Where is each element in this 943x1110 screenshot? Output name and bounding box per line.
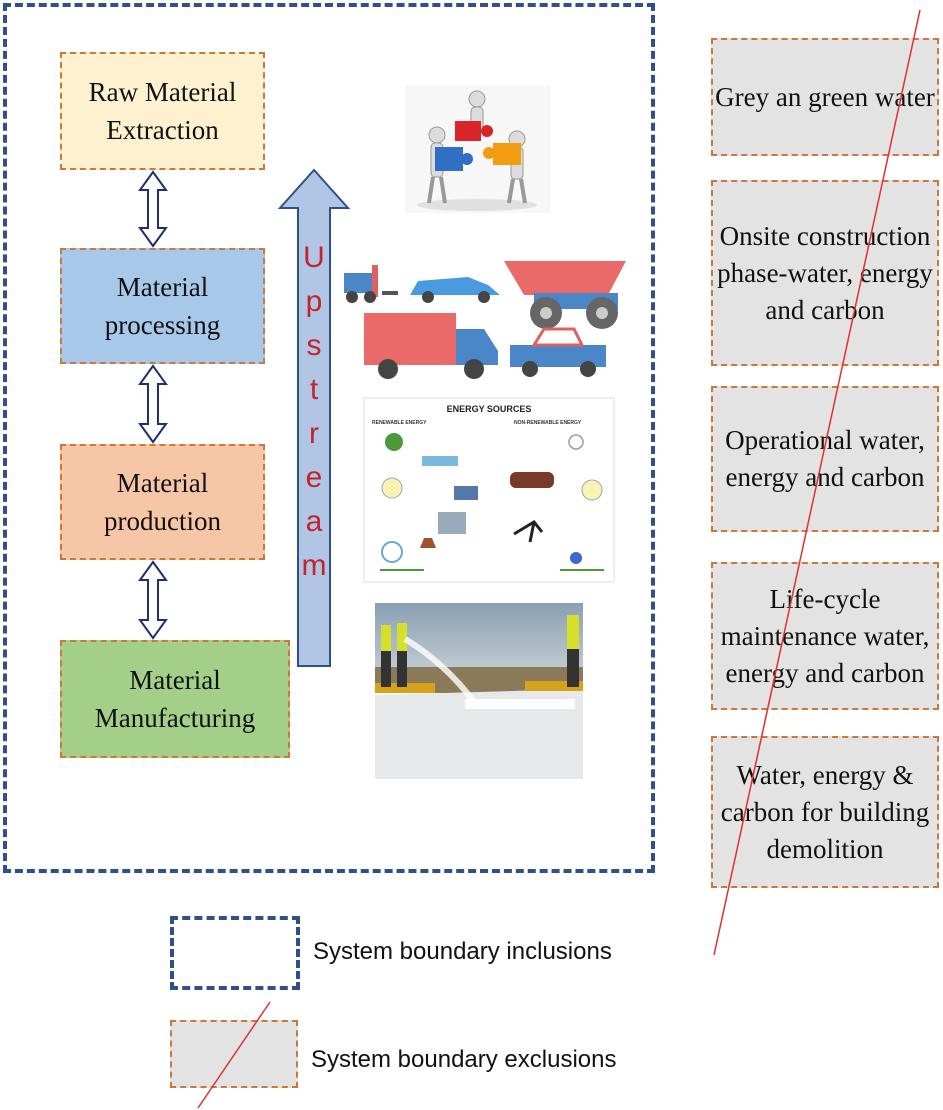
exclusion-life-cycle-maintenance: Life-cycle maintenance water, energy and… [711,562,939,710]
exclusion-demolition: Water, energy & carbon for building demo… [711,736,939,888]
upstream-letter: t [309,373,319,406]
system-boundary-inclusions-box [3,3,655,873]
legend-exclusions-label: System boundary exclusions [311,1046,617,1073]
exclusion-label: Water, energy & carbon for building demo… [720,759,930,864]
stage-raw-material-extraction: Raw Material Extraction [60,52,265,170]
upstream-letter: p [305,285,323,318]
legend-inclusions-label: System boundary inclusions [313,938,612,965]
upstream-letter: m [301,549,327,582]
energy-sources-icon: ENERGY SOURCES RENEWABLE ENERGY NON-RENE… [363,397,615,583]
legend-inclusions-swatch [170,916,300,990]
exclusion-operational: Operational water, energy and carbon [711,386,939,532]
stage-material-manufacturing: Material Manufacturing [60,640,290,758]
exclusion-label: Life-cycle maintenance water, energy and… [720,583,930,688]
double-arrow-icon [138,560,168,640]
construction-photo-icon [375,603,583,779]
stage-material-production: Material production [60,444,265,560]
exclusion-onsite-construction: Onsite construction phase-water, energy … [711,180,939,366]
renewable-heading: RENEWABLE ENERGY [372,420,427,426]
upstream-letter: a [305,505,323,538]
up-arrow-icon [277,168,351,667]
upstream-letter: r [309,417,319,450]
stage-label: Material processing [104,272,221,340]
non-renewable-heading: NON-RENEWABLE ENERGY [514,420,582,426]
stage-label: Raw Material Extraction [88,77,237,145]
upstream-letter: e [305,461,323,494]
double-arrow-icon [138,364,168,444]
energy-title: ENERGY SOURCES [447,404,532,414]
upstream-letter: U [303,241,325,274]
stage-material-processing: Material processing [60,248,265,364]
upstream-label: U p s t r e a m [294,236,334,588]
upstream-letter: s [306,329,322,362]
vehicles-icon [338,255,630,383]
puzzle-team-icon [405,85,550,213]
exclusion-label: Onsite construction phase-water, energy … [717,220,933,325]
stage-label: Material Manufacturing [94,665,256,733]
stage-label: Material production [104,468,221,536]
double-arrow-icon [138,170,168,248]
exclusion-label: Operational water, energy and carbon [725,425,925,492]
